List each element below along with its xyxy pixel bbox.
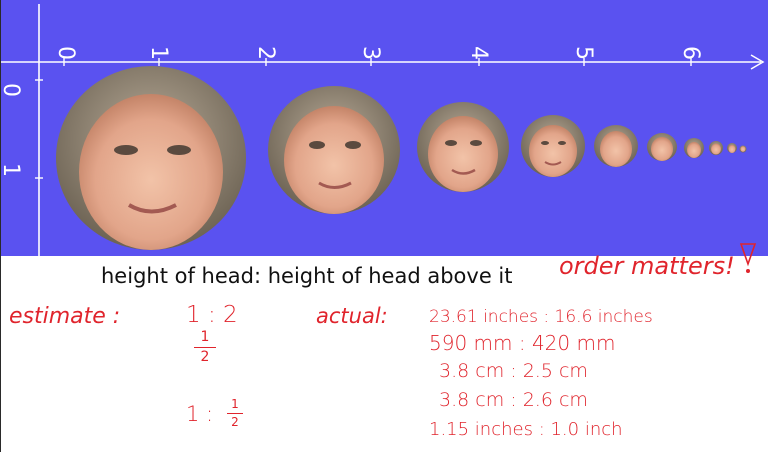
head-2 <box>268 86 400 214</box>
actual-row-4: 3.8 cm : 2.6 cm <box>439 389 588 411</box>
estimate-ratio-1: 1 : 2 <box>186 302 238 328</box>
actual-row-2: 590 mm : 420 mm <box>429 331 616 355</box>
fraction-numerator: 1 <box>200 329 210 345</box>
estimate-ratio-2-fraction: 1 2 <box>227 398 243 429</box>
actual-row-5: 1.15 inches : 1.0 inch <box>429 419 623 440</box>
y-tick-label-0: 0 <box>1 83 23 97</box>
order-matters-note: order matters! <box>559 252 735 280</box>
actual-row-3: 3.8 cm : 2.5 cm <box>439 360 588 382</box>
x-tick-label-0: 0 <box>53 46 78 60</box>
estimate-ratio-2: 1 : <box>186 402 214 426</box>
fraction-denominator: 2 <box>200 349 210 365</box>
x-tick-label-3: 3 <box>358 46 383 60</box>
x-tick-label-4: 4 <box>466 46 491 60</box>
head-8 <box>709 141 723 155</box>
fraction-bar <box>194 347 216 348</box>
head-3 <box>417 102 509 192</box>
x-tick-label-2: 2 <box>253 46 278 60</box>
slide-title: height of head: height of head above it <box>101 264 513 288</box>
x-axis-arrow <box>750 54 765 70</box>
exclamation-mark <box>739 243 757 273</box>
y-tick-label-1: 1 <box>1 163 23 177</box>
fraction-bar <box>227 413 243 414</box>
ruler-panel: 0 1 2 3 4 5 6 0 1 <box>1 0 768 256</box>
actual-row-1: 23.61 inches : 16.6 inches <box>429 307 653 327</box>
head-7 <box>684 138 704 158</box>
fraction-denominator: 2 <box>231 415 239 429</box>
head-10 <box>739 145 747 153</box>
actual-label: actual: <box>316 304 388 328</box>
x-tick-label-6: 6 <box>678 46 703 60</box>
head-1 <box>56 66 246 250</box>
head-6 <box>647 133 677 161</box>
head-9 <box>727 143 737 153</box>
x-tick-label-1: 1 <box>146 46 171 60</box>
x-tick-label-5: 5 <box>571 46 596 60</box>
ruler-graphic: 0 1 2 3 4 5 6 0 1 <box>1 4 765 256</box>
head-5 <box>594 125 638 167</box>
estimate-half-fraction: 1 2 <box>194 330 216 365</box>
head-4 <box>521 115 585 177</box>
estimate-label: estimate : <box>9 304 121 329</box>
fraction-numerator: 1 <box>231 397 239 411</box>
